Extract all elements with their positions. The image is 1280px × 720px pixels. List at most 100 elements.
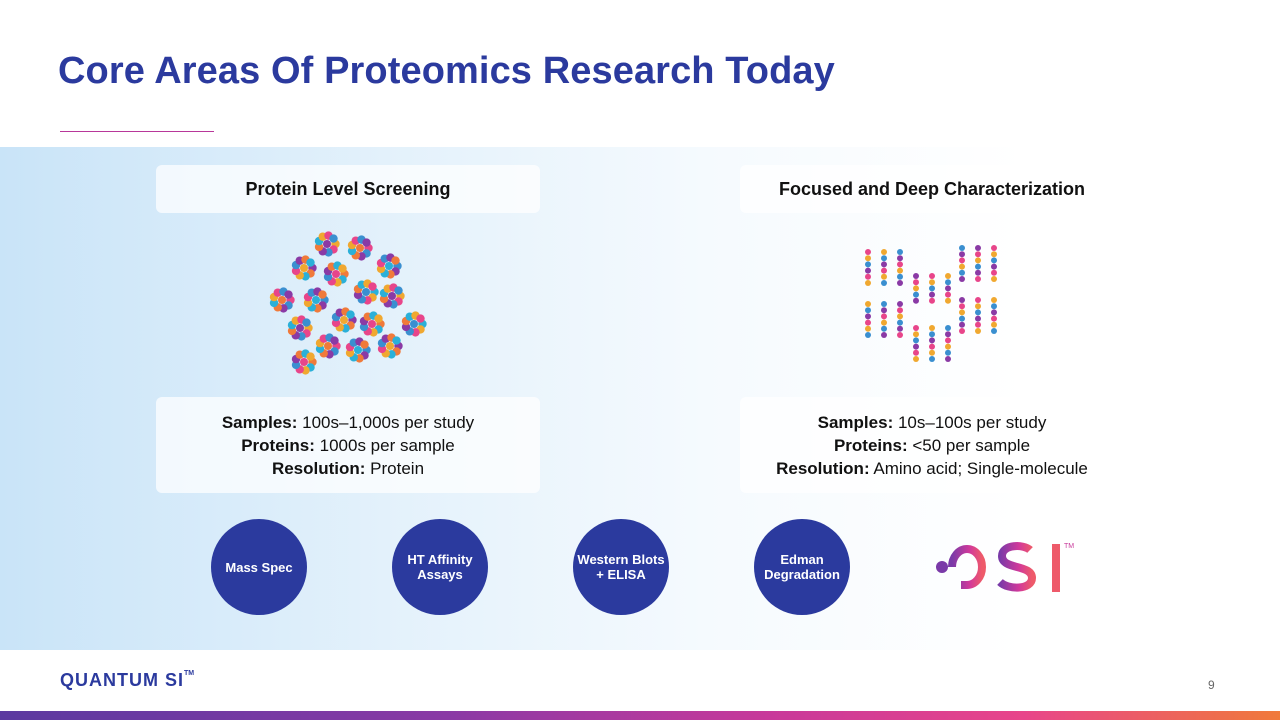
chain-bead	[991, 303, 997, 310]
chain-bead	[897, 332, 903, 338]
chain-bead	[881, 255, 887, 262]
chain-bead	[913, 285, 919, 292]
chain-bead	[959, 269, 965, 276]
right-column-header: Focused and Deep Characterization	[740, 165, 1124, 213]
resolution-line: Resolution: Protein	[271, 459, 425, 478]
cluster-bead	[302, 318, 311, 327]
cluster-bead	[377, 344, 387, 354]
chain-bead	[865, 325, 871, 332]
chain-bead	[865, 273, 871, 280]
chain-bead	[991, 328, 997, 334]
chain-bead	[959, 297, 965, 303]
chain-bead	[991, 276, 997, 282]
cluster-bead	[329, 234, 338, 243]
chain-bead	[897, 280, 903, 286]
cluster-bead	[360, 340, 369, 349]
chain-bead	[865, 319, 871, 326]
chain-bead	[913, 349, 919, 356]
chain-bead	[959, 245, 965, 251]
chain-bead	[975, 263, 981, 270]
page-title: Core Areas Of Proteomics Research Today	[58, 50, 835, 92]
chain-bead	[929, 337, 935, 344]
cluster-bead	[303, 298, 313, 308]
cluster-bead	[379, 294, 389, 304]
footer-gradient-bar	[0, 711, 1280, 720]
chain-bead	[959, 276, 965, 282]
cluster-bead	[368, 320, 376, 328]
chain-bead	[945, 325, 951, 331]
chain-bead	[897, 319, 903, 326]
chain-bead	[865, 255, 871, 262]
chain-bead	[865, 307, 871, 314]
cluster-bead	[331, 318, 341, 328]
chain-bead	[959, 328, 965, 334]
left-column-header: Protein Level Screening	[156, 165, 540, 213]
cluster-bead	[278, 296, 286, 304]
cluster-bead	[345, 348, 355, 358]
chain-bead	[975, 257, 981, 264]
chain-bead	[991, 321, 997, 328]
chain-bead	[881, 325, 887, 332]
chain-bead	[929, 356, 935, 362]
chain-bead	[959, 309, 965, 316]
chain-bead	[975, 321, 981, 328]
cluster-bead	[346, 310, 355, 319]
chain-bead	[929, 297, 935, 304]
peptide-chains-illustration	[865, 245, 997, 362]
cluster-bead	[368, 282, 377, 291]
resolution-line: Resolution: Amino acid; Single-molecule	[776, 459, 1088, 478]
chain-bead	[945, 331, 951, 338]
cluster-bead	[318, 290, 327, 299]
chain-bead	[929, 291, 935, 298]
chain-bead	[929, 325, 935, 331]
chain-bead	[865, 280, 871, 286]
chain-bead	[945, 279, 951, 286]
chain-bead	[881, 332, 887, 338]
chain-bead	[991, 315, 997, 322]
chain-bead	[881, 301, 887, 307]
chain-bead	[913, 325, 919, 331]
cluster-bead	[386, 342, 394, 350]
chain-bead	[975, 276, 981, 282]
chain-bead	[945, 285, 951, 292]
cluster-bead	[296, 324, 304, 332]
chain-bead	[897, 313, 903, 320]
proteins-line: Proteins: 1000s per sample	[241, 436, 455, 455]
cluster-bead	[291, 266, 301, 276]
chain-bead	[929, 343, 935, 350]
method-western-blots-elisa: Western Blots + ELISA	[573, 519, 669, 615]
cluster-bead	[312, 296, 320, 304]
samples-line: Samples: 10s–100s per study	[817, 413, 1047, 432]
chain-bead	[959, 263, 965, 270]
cluster-bead	[356, 244, 364, 252]
chain-bead	[959, 251, 965, 258]
cluster-bead	[353, 290, 363, 300]
cluster-bead	[300, 264, 308, 272]
chain-bead	[897, 255, 903, 262]
chain-bead	[991, 309, 997, 316]
chain-bead	[929, 331, 935, 338]
chain-bead	[959, 303, 965, 310]
chain-bead	[881, 273, 887, 280]
chain-bead	[975, 251, 981, 258]
chain-bead	[865, 301, 871, 307]
cluster-bead	[376, 264, 386, 274]
method-mass-spec: Mass Spec	[211, 519, 307, 615]
cluster-bead	[362, 288, 370, 296]
chain-bead	[913, 343, 919, 350]
chain-bead	[975, 245, 981, 251]
cluster-bead	[324, 342, 332, 350]
cluster-bead	[338, 264, 347, 273]
chain-bead	[865, 261, 871, 268]
chain-bead	[991, 263, 997, 270]
chain-bead	[929, 273, 935, 279]
method-edman-degradation: Edman Degradation	[754, 519, 850, 615]
cluster-bead	[392, 336, 401, 345]
cluster-bead	[354, 346, 362, 354]
title-underline	[60, 131, 214, 132]
chain-bead	[897, 267, 903, 274]
cluster-bead	[287, 326, 297, 336]
chain-bead	[959, 321, 965, 328]
chain-bead	[945, 343, 951, 350]
chain-bead	[929, 349, 935, 356]
